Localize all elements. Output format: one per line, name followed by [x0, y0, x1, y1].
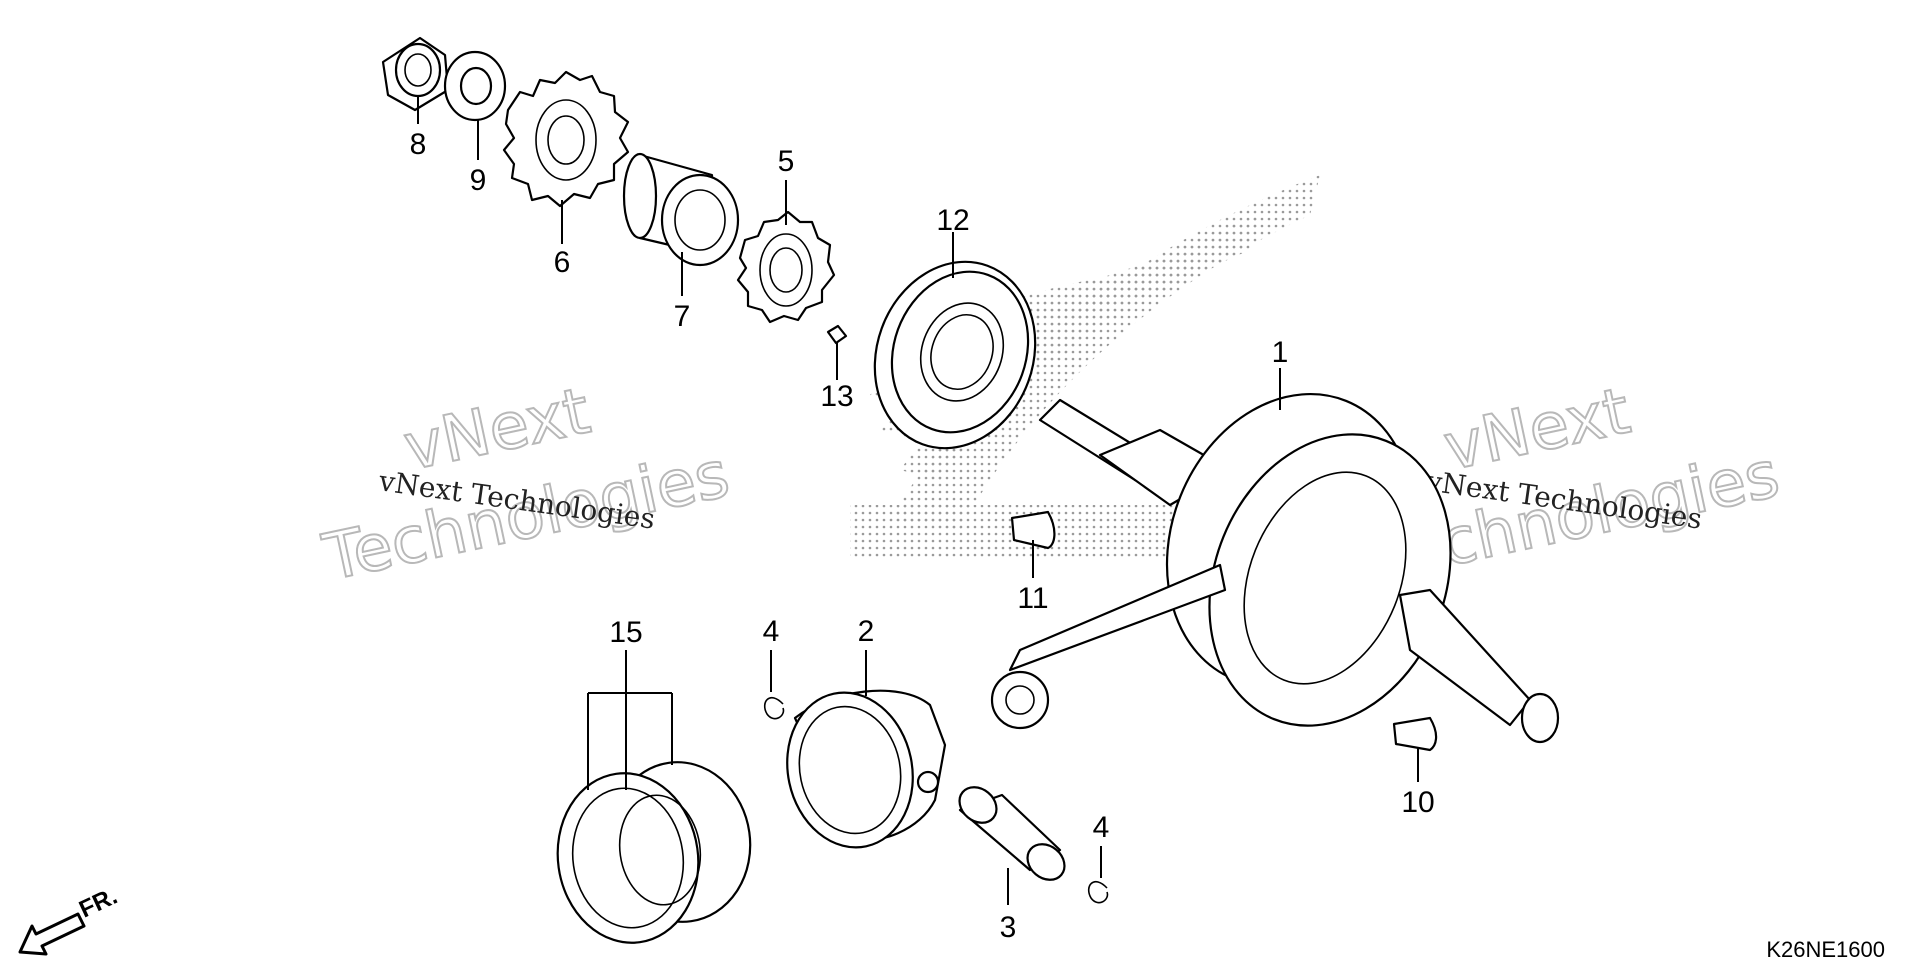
- callout-3[interactable]: 3: [1000, 911, 1017, 944]
- leader-lines: [417, 95, 1419, 905]
- part-clip-a: [763, 697, 785, 720]
- part-piston-pin: [958, 786, 1066, 881]
- callout-8[interactable]: 8: [410, 128, 427, 161]
- front-arrow-icon: [18, 912, 86, 956]
- callout-12[interactable]: 12: [936, 204, 969, 237]
- callout-7[interactable]: 7: [674, 300, 691, 333]
- front-direction-indicator: FR.: [18, 883, 122, 956]
- part-bearing: [873, 260, 1037, 450]
- part-key-10: [1392, 716, 1438, 752]
- watermark-left: vNext Technologies vNext Technologies: [316, 373, 737, 596]
- callout-4-upper[interactable]: 4: [763, 615, 780, 648]
- part-piston-rings: [556, 761, 752, 944]
- callout-9[interactable]: 9: [470, 164, 487, 197]
- callout-10[interactable]: 10: [1401, 786, 1434, 819]
- callout-6[interactable]: 6: [554, 246, 571, 279]
- callout-11[interactable]: 11: [1017, 582, 1048, 615]
- part-clip-b: [1087, 881, 1109, 904]
- watermark-line1-left: vNext: [398, 374, 596, 485]
- part-key-small: [826, 324, 848, 345]
- part-crankshaft: [990, 392, 1560, 744]
- callout-5[interactable]: 5: [778, 145, 795, 178]
- callouts: 1 2 3 4 4 5 6 7 8 9 10 11 12 13 15: [410, 128, 1435, 944]
- part-nut: [381, 36, 450, 112]
- callout-13[interactable]: 13: [820, 380, 853, 413]
- callout-2[interactable]: 2: [858, 615, 875, 648]
- diagram-code: K26NE1600: [1766, 937, 1885, 960]
- callout-4-lower[interactable]: 4: [1093, 811, 1110, 844]
- callout-1[interactable]: 1: [1272, 336, 1289, 369]
- front-direction-label: FR.: [75, 883, 121, 924]
- part-gear-large: [502, 70, 630, 208]
- callout-15[interactable]: 15: [609, 616, 642, 649]
- part-collar: [622, 152, 740, 267]
- part-piston: [786, 689, 947, 849]
- part-washer: [443, 50, 507, 122]
- part-key-11: [1010, 510, 1056, 550]
- part-gear-small: [736, 210, 836, 324]
